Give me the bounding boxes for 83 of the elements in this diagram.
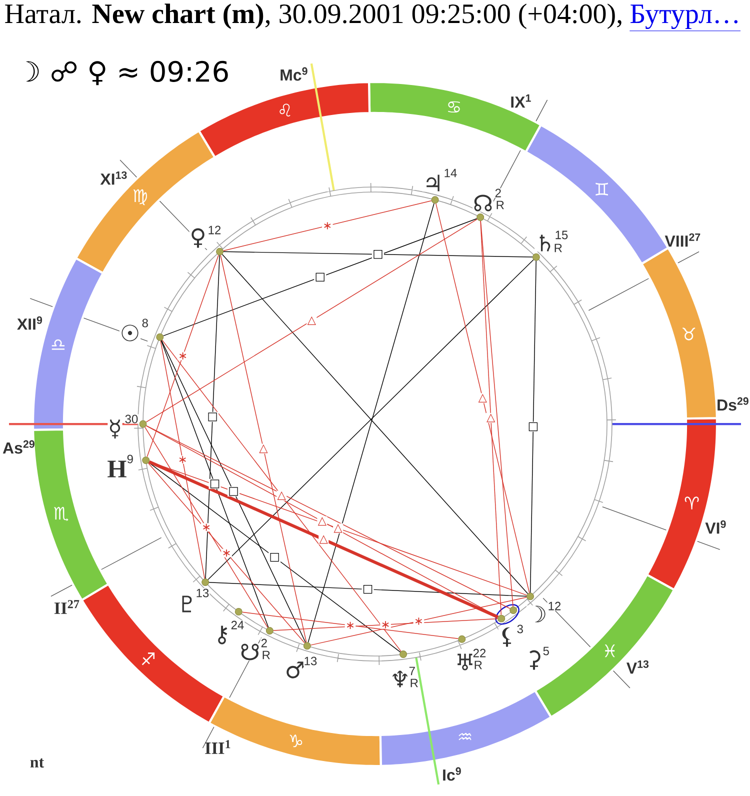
aspect-line: [144, 426, 268, 628]
planet-dot: [139, 420, 147, 428]
sign-band: ♉: [640, 246, 718, 420]
retrograde-mark: R: [261, 650, 271, 660]
aspect-line: [223, 251, 533, 258]
aspect-line: [480, 220, 514, 607]
planet-dot: [216, 248, 224, 256]
aspect-line: [205, 254, 220, 579]
aspect-line: [223, 200, 432, 252]
planet-dot: [202, 578, 210, 586]
planet-glyph: ♃: [422, 174, 444, 192]
aspect-line: [146, 218, 478, 422]
degree-number: 2: [260, 638, 268, 648]
degree-number: 13: [195, 588, 210, 598]
planet-dot: [234, 608, 242, 616]
degree-number: 15: [554, 230, 569, 240]
aspect-line: [308, 203, 434, 643]
aspect-line: [160, 340, 269, 628]
planet-dot: [498, 614, 506, 622]
planet-dot: [266, 626, 274, 634]
planet-glyph: ☉: [119, 324, 141, 342]
degree-number: 12: [547, 601, 562, 611]
highlight-ring: [495, 604, 520, 625]
cusp-label: III$^{1}$: [205, 740, 230, 754]
planet-dot: [532, 253, 540, 261]
planet-glyph: ♀: [189, 228, 207, 248]
degree-number: 14: [443, 168, 458, 178]
planet-glyph: ♂: [284, 661, 306, 679]
cusp-label: IX$^{1}$: [511, 94, 531, 108]
aspect-line: [148, 462, 306, 644]
planet-dot: [458, 635, 466, 643]
cusp-label: Ds$^{29}$: [718, 397, 748, 411]
aspect-line: [148, 460, 499, 618]
degree-number: 7: [408, 666, 416, 676]
retrograde-mark: R: [495, 200, 505, 210]
place-link: Бутурл…: [629, 4, 741, 32]
degree-number: 2: [494, 188, 502, 198]
planet-glyph: ♆: [389, 670, 411, 688]
sign-band: ♒: [379, 689, 553, 768]
aspect-line: [146, 254, 219, 458]
planet-glyph: ☿: [108, 419, 122, 439]
aspect-line: [480, 220, 502, 616]
degree-number: 22: [472, 648, 487, 658]
degree-number: 3: [516, 624, 524, 634]
planet-dot: [303, 642, 311, 650]
planet-dot: [142, 456, 150, 464]
aspect-line: [162, 340, 402, 652]
aspect-line: [242, 612, 459, 640]
aspect-line: [148, 462, 401, 652]
degree-number: 8: [141, 318, 149, 328]
degree-number: 30: [124, 414, 139, 424]
planet-glyph: ♄: [534, 234, 556, 252]
planet-glyph: ☊: [472, 194, 494, 212]
cusp-label: II$^{27}$: [54, 600, 80, 614]
planet-glyph: ⚸: [498, 626, 516, 648]
aspect-line: [310, 596, 527, 646]
planet-dot: [431, 196, 439, 204]
planet-dot: [476, 214, 484, 222]
aspect-line: [208, 582, 527, 597]
chart-title: Натал. New chart (m), 30.09.2001 09:25:00 (+04:00),: [5, 4, 622, 29]
cusp-label: As$^{29}$: [2, 440, 34, 454]
planet-dot: [400, 650, 407, 658]
planet-glyph: ♇: [176, 595, 198, 613]
degree-number: 5: [542, 646, 550, 656]
aspect-line: [530, 260, 536, 594]
sign-band: ♌: [197, 80, 371, 159]
aspect-line: [149, 461, 528, 596]
degree-number: 13: [303, 656, 318, 666]
aspect-line: [160, 340, 206, 579]
cusp-label: XI$^{13}$: [100, 171, 127, 185]
aspect-line: [163, 218, 478, 336]
degree-number: 24: [230, 620, 245, 630]
aspect-line: [220, 254, 307, 643]
planet-glyph: ☋: [240, 643, 260, 661]
degree-number: 9: [126, 454, 134, 464]
planet-glyph: ☽: [526, 605, 548, 623]
aspect-line: [436, 203, 530, 594]
aspect-line: [273, 618, 498, 631]
cusp-label: V$^{13}$: [626, 660, 649, 674]
planet-dot: [156, 333, 164, 341]
aspect-line: [161, 340, 306, 643]
planet-dot: [526, 592, 534, 600]
corner-note: nt: [30, 758, 44, 768]
